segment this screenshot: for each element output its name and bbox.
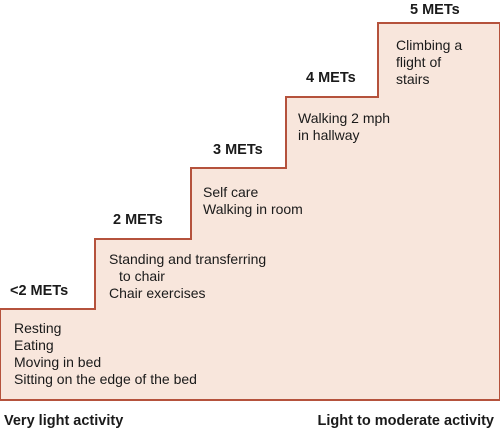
activity-text: to chair — [119, 268, 165, 284]
met-label-step-3: 3 METs — [213, 142, 263, 158]
activity-text: in hallway — [298, 127, 360, 143]
activity-text: Climbing a — [396, 37, 463, 53]
step-2-activities: Standing and transferring to chair Chair… — [109, 251, 266, 302]
step-4-activities: Walking 2 mph in hallway — [298, 110, 390, 144]
met-label-step-1: <2 METs — [10, 283, 69, 299]
activity-text: Sitting on the edge of the bed — [14, 371, 197, 387]
activity-text: stairs — [396, 71, 430, 87]
footer-left-label: Very light activity — [4, 413, 124, 429]
met-label-step-5: 5 METs — [410, 2, 460, 18]
met-label-step-4: 4 METs — [306, 70, 356, 86]
activity-text: Resting — [14, 320, 62, 336]
step-3-activities: Self care Walking in room — [203, 184, 303, 218]
activity-text: Eating — [14, 337, 54, 353]
activity-text: flight of — [396, 54, 442, 70]
activity-text: Standing and transferring — [109, 251, 267, 267]
met-label-step-2: 2 METs — [113, 212, 163, 228]
activity-text: Chair exercises — [109, 285, 206, 301]
activity-text: Walking in room — [203, 201, 303, 217]
activity-text: Self care — [203, 184, 259, 200]
footer-right-label: Light to moderate activity — [317, 413, 494, 429]
staircase-shape — [0, 22, 500, 401]
activity-text: Moving in bed — [14, 354, 102, 370]
step-5-activities: Climbing a flight of stairs — [396, 37, 462, 88]
step-1-activities: Resting Eating Moving in bed Sitting on … — [14, 320, 197, 388]
activity-text: Walking 2 mph — [298, 110, 391, 126]
